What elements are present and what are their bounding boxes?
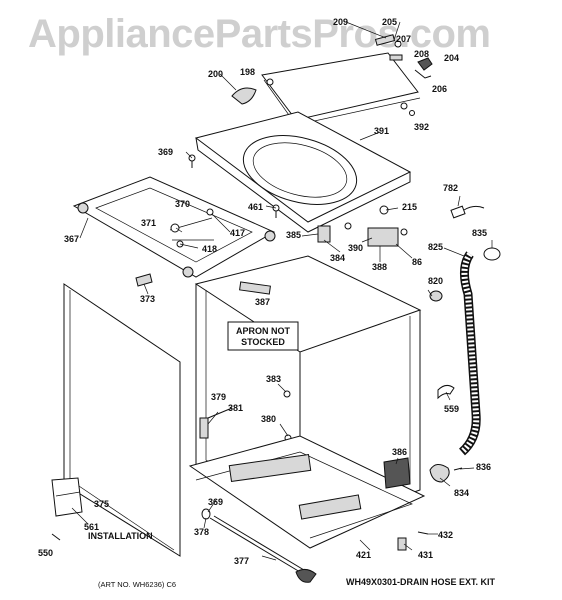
art-number-caption: (ART NO. WH6236) C6 <box>98 580 176 589</box>
label-782: 782 <box>443 183 458 193</box>
screw-383 <box>283 390 291 398</box>
label-418: 418 <box>202 244 217 254</box>
label-461: 461 <box>248 202 263 212</box>
label-86: 86 <box>412 257 422 267</box>
label-375: 375 <box>94 499 109 509</box>
installation-label: INSTALLATION <box>88 531 153 541</box>
label-834: 834 <box>454 488 469 498</box>
envelope-561 <box>51 477 83 517</box>
label-384: 384 <box>330 253 345 263</box>
label-371: 371 <box>141 218 156 228</box>
label-204: 204 <box>444 53 459 63</box>
screw-550 <box>51 533 61 541</box>
bracket-373 <box>135 273 153 287</box>
control-parts <box>317 205 408 247</box>
label-386: 386 <box>392 447 407 457</box>
label-367: 367 <box>64 234 79 244</box>
screw-432 <box>417 531 429 535</box>
clip-559 <box>437 384 455 400</box>
label-200: 200 <box>208 69 223 79</box>
clamp-835 <box>483 247 501 261</box>
label-432: 432 <box>438 530 453 540</box>
label-378: 378 <box>194 527 209 537</box>
front-panel-375 <box>63 283 181 557</box>
label-206: 206 <box>432 84 447 94</box>
label-559: 559 <box>444 404 459 414</box>
label-550: 550 <box>38 548 53 558</box>
label-381: 381 <box>228 403 243 413</box>
label-835: 835 <box>472 228 487 238</box>
label-369a: 369 <box>158 147 173 157</box>
label-391: 391 <box>374 126 389 136</box>
label-370: 370 <box>175 199 190 209</box>
screw-369a <box>188 154 196 168</box>
drain-kit-caption: WH49X0301-DRAIN HOSE EXT. KIT <box>346 577 496 587</box>
label-417: 417 <box>230 228 245 238</box>
hinge-parts <box>374 34 433 116</box>
label-369b: 369 <box>208 497 223 507</box>
label-820: 820 <box>428 276 443 286</box>
connector-782 <box>450 205 485 219</box>
apron-note-line1: APRON NOT <box>236 326 291 336</box>
top-cover-391 <box>194 111 412 233</box>
label-390: 390 <box>348 243 363 253</box>
label-421: 421 <box>356 550 371 560</box>
label-431: 431 <box>418 550 433 560</box>
foot-431 <box>397 537 407 551</box>
label-387: 387 <box>255 297 270 307</box>
label-207: 207 <box>396 34 411 44</box>
label-373: 373 <box>140 294 155 304</box>
label-561: 561 <box>84 522 99 532</box>
base-421 <box>188 435 426 549</box>
apron-note-line2: STOCKED <box>241 337 285 347</box>
lid-part <box>261 52 421 126</box>
label-836: 836 <box>476 462 491 472</box>
part-820 <box>429 290 443 302</box>
label-825: 825 <box>428 242 443 252</box>
label-205: 205 <box>382 17 397 27</box>
pump-834 <box>429 464 463 483</box>
label-383: 383 <box>266 374 281 384</box>
label-380: 380 <box>261 414 276 424</box>
drain-hose-825 <box>458 251 481 456</box>
label-392: 392 <box>414 122 429 132</box>
label-379: 379 <box>211 392 226 402</box>
apron-note-box <box>227 321 299 351</box>
leader-lines <box>71 21 493 561</box>
frame-367 <box>72 176 276 278</box>
label-388: 388 <box>372 262 387 272</box>
bracket-386 <box>383 457 411 489</box>
label-198: 198 <box>240 67 255 77</box>
watermark-text: AppliancePartsPros.com <box>28 12 491 56</box>
screw-461 <box>272 204 280 218</box>
label-215: 215 <box>402 202 417 212</box>
label-209: 209 <box>333 17 348 27</box>
knob-200 <box>231 78 274 105</box>
label-385: 385 <box>286 230 301 240</box>
bracket-379 <box>199 407 233 439</box>
label-208: 208 <box>414 49 429 59</box>
label-377: 377 <box>234 556 249 566</box>
